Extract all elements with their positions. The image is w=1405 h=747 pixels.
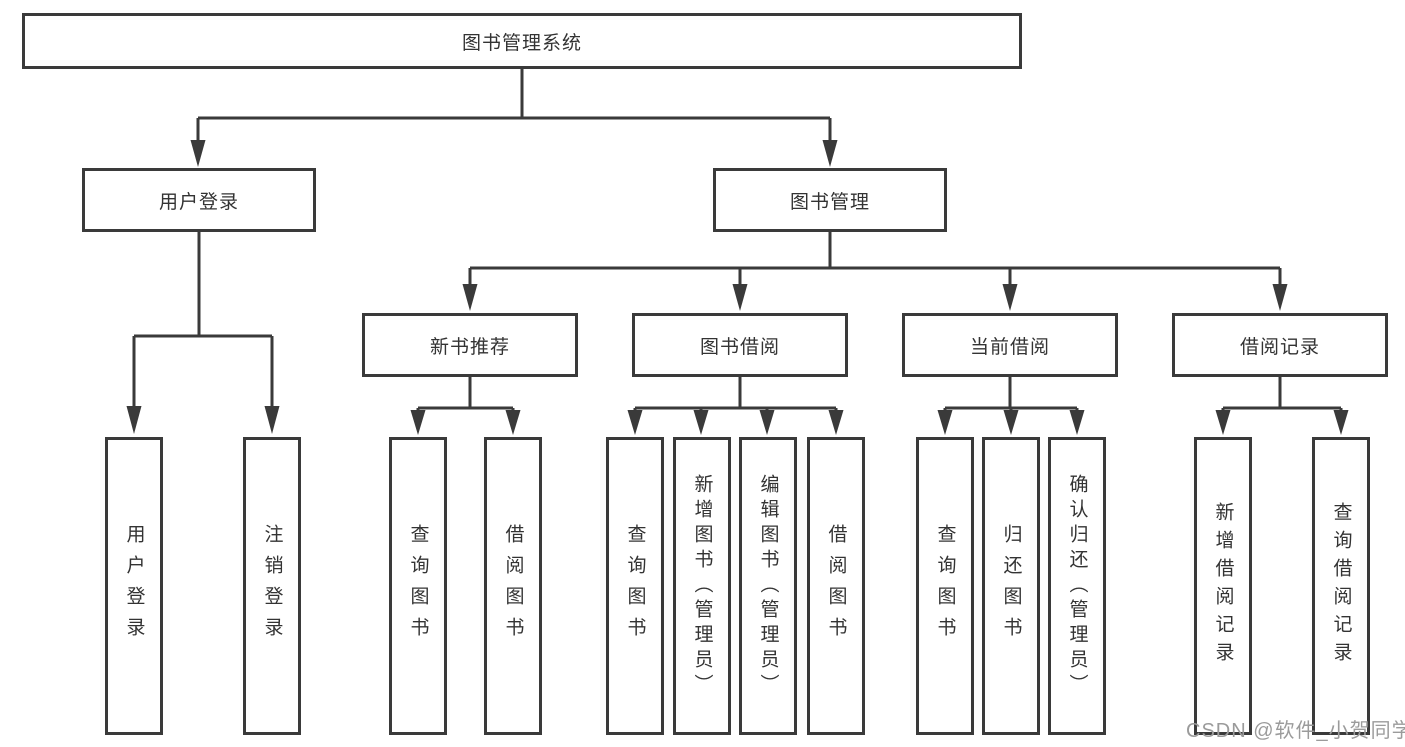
- node-book-borrowing: 图书借阅: [632, 313, 848, 377]
- node-user-login: 用户登录: [82, 168, 316, 232]
- node-book-management: 图书管理: [713, 168, 947, 232]
- leaf-label: 确认归还（管理员）: [1066, 473, 1088, 699]
- leaf-label: 编辑图书（管理员）: [757, 473, 779, 699]
- leaf-label: 新增借阅记录: [1212, 502, 1234, 670]
- node-library-system: 图书管理系统: [22, 13, 1022, 69]
- leaf-label: 注销登录: [261, 524, 283, 648]
- leaf-label: 新增图书（管理员）: [691, 473, 713, 699]
- node-borrowing-records: 借阅记录: [1172, 313, 1388, 377]
- leaf-logout: 注销登录: [243, 437, 301, 735]
- leaf-label: 查询借阅记录: [1330, 502, 1352, 670]
- leaf-user-login: 用户登录: [105, 437, 163, 735]
- leaf-label: 归还图书: [1000, 524, 1022, 648]
- leaf-label: 借阅图书: [502, 524, 524, 648]
- leaf-query-books-current: 查询图书: [916, 437, 974, 735]
- leaf-label: 查询图书: [934, 524, 956, 648]
- leaf-confirm-return-admin: 确认归还（管理员）: [1048, 437, 1106, 735]
- node-current-borrowing: 当前借阅: [902, 313, 1118, 377]
- leaf-label: 查询图书: [624, 524, 646, 648]
- leaf-add-books-admin: 新增图书（管理员）: [673, 437, 731, 735]
- leaf-add-borrow-record: 新增借阅记录: [1194, 437, 1252, 735]
- leaf-query-books-recommend: 查询图书: [389, 437, 447, 735]
- leaf-label: 用户登录: [123, 524, 145, 648]
- leaf-label: 借阅图书: [825, 524, 847, 648]
- leaf-borrow-books-borrowing: 借阅图书: [807, 437, 865, 735]
- node-new-book-recommend: 新书推荐: [362, 313, 578, 377]
- leaf-label: 查询图书: [407, 524, 429, 648]
- leaf-borrow-books-recommend: 借阅图书: [484, 437, 542, 735]
- leaf-query-books-borrowing: 查询图书: [606, 437, 664, 735]
- leaf-edit-books-admin: 编辑图书（管理员）: [739, 437, 797, 735]
- csdn-watermark: CSDN @软件_小贺同学: [1186, 720, 1405, 742]
- leaf-return-books: 归还图书: [982, 437, 1040, 735]
- leaf-query-borrow-record: 查询借阅记录: [1312, 437, 1370, 735]
